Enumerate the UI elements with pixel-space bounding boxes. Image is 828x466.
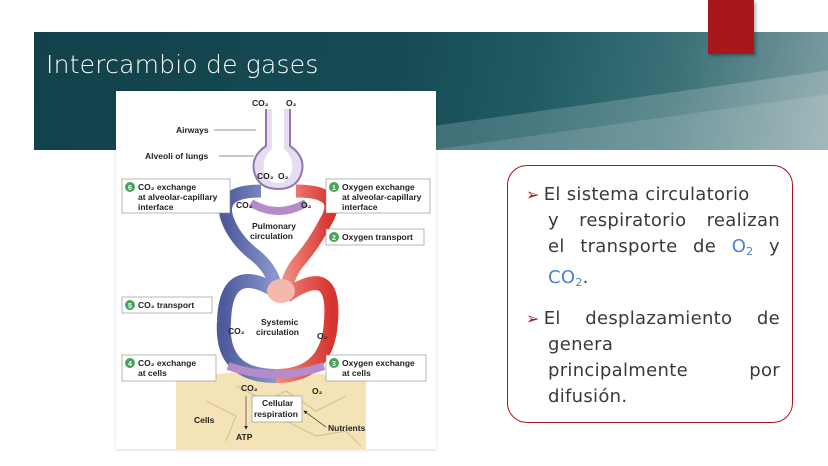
- step-4-line2: at cells: [138, 368, 167, 378]
- bullet-2-line-2: genera: [548, 334, 614, 355]
- bullet-2-line-1-a: El: [543, 308, 561, 329]
- red-accent-tab: [708, 0, 754, 54]
- step-3-box: 3 Oxygen exchange at cells: [325, 354, 427, 382]
- bullet-arrow-icon: ➢: [526, 185, 540, 204]
- bullet-2-line-4: difusión.: [548, 386, 628, 407]
- step-2-number: 2: [332, 235, 336, 242]
- step-2-box: 2 Oxygen transport: [325, 228, 425, 246]
- nutrients-label: Nutrients: [328, 423, 366, 433]
- systemic-o2-label: O₂: [317, 331, 328, 341]
- co2-text: CO: [548, 267, 576, 288]
- step-5-box: 5 CO₂ transport: [121, 296, 213, 314]
- cells-co2-label: CO₂: [241, 383, 258, 393]
- atp-label: ATP: [236, 432, 253, 442]
- gas-exchange-diagram: CO₂ O₂ Airways Alveoli of lungs CO₂ O₂ C…: [116, 91, 436, 449]
- bullet-1-line-2-c: realizan: [706, 210, 780, 231]
- step-3-line1: Oxygen exchange: [342, 358, 415, 368]
- alveoli-label: Alveoli of lungs: [145, 151, 209, 161]
- bullet-arrow-icon: ➢: [526, 309, 540, 328]
- bullet-2-line-1-b: desplazamiento: [585, 308, 733, 329]
- pulmonary-circulation-line1: Pulmonary: [252, 221, 296, 231]
- step-4-number: 4: [128, 361, 132, 368]
- step-3-line2: at cells: [342, 368, 371, 378]
- bullet-2-line-3-a: principalmente: [548, 360, 688, 381]
- step-6-box: 6 CO₂ exchange at alveolar-capillary int…: [121, 178, 231, 214]
- step-4-box: 4 CO₂ exchange at cells: [121, 354, 217, 382]
- step-6-number: 6: [128, 185, 132, 192]
- top-o2-label: O₂: [286, 98, 297, 108]
- step-5-number: 5: [128, 303, 132, 310]
- o2-subscript: 2: [746, 245, 754, 258]
- bullet-1-line-3-b: transporte: [580, 236, 678, 257]
- bullet-1-line-3-c: de: [693, 236, 717, 257]
- step-2-label: Oxygen transport: [342, 232, 413, 242]
- co2-subscript: 2: [575, 276, 583, 289]
- pulmonary-o2-label: O₂: [301, 200, 312, 210]
- systemic-loop: [216, 274, 339, 383]
- step-5-label: CO₂ transport: [138, 300, 194, 310]
- pulmonary-co2-label: CO₂: [236, 200, 253, 210]
- slide-title: Intercambio de gases: [46, 50, 319, 79]
- airway-structure: [252, 109, 304, 191]
- step-1-number: 1: [332, 185, 336, 192]
- bullet-2: ➢El desplazamiento de genera principalme…: [526, 306, 780, 410]
- step-1-line3: interface: [342, 202, 378, 212]
- top-co2-label: CO₂: [252, 98, 269, 108]
- systemic-circulation-line1: Systemic: [261, 317, 299, 327]
- bullet-1-o2: O2: [732, 234, 754, 265]
- bullet-1-period: .: [582, 267, 589, 288]
- systemic-circulation-line2: circulation: [256, 327, 299, 337]
- cells-o2-label: O₂: [312, 386, 323, 396]
- alveoli-o2-label: O₂: [278, 171, 289, 181]
- bullet-1-line-3-a: el: [548, 236, 565, 257]
- step-3-number: 3: [332, 361, 336, 368]
- cellular-respiration-line2: respiration: [254, 409, 298, 419]
- step-1-line1: Oxygen exchange: [342, 182, 415, 192]
- bullet-1-line-2-b: respiratorio: [579, 210, 687, 231]
- bullet-2-line-3-b: por: [749, 360, 780, 381]
- summary-text-box: ➢El sistema circulatorio y respiratorio …: [507, 165, 793, 423]
- step-6-line2: at alveolar-capillary: [138, 192, 218, 202]
- step-6-line3: interface: [138, 202, 174, 212]
- pulmonary-circulation-line2: circulation: [250, 231, 293, 241]
- airways-label: Airways: [176, 125, 209, 135]
- bullet-1-line-3-e: y: [769, 236, 780, 257]
- bullet-2-line-1-c: de: [756, 308, 780, 329]
- bullet-1-line-1: El sistema circulatorio: [543, 184, 750, 205]
- step-1-line2: at alveolar-capillary: [342, 192, 422, 202]
- alveoli-co2-label: CO₂: [257, 171, 274, 181]
- step-1-box: 1 Oxygen exchange at alveolar-capillary …: [325, 178, 431, 214]
- bullet-1-line-2-a: y: [548, 210, 559, 231]
- cells-label: Cells: [194, 415, 215, 425]
- bullet-1-co2: CO2: [548, 267, 583, 289]
- step-6-line1: CO₂ exchange: [138, 182, 196, 192]
- o2-text: O: [731, 236, 747, 257]
- systemic-co2-label: CO₂: [228, 326, 245, 336]
- bullet-1: ➢El sistema circulatorio y respiratorio …: [526, 182, 780, 296]
- step-4-line1: CO₂ exchange: [138, 358, 196, 368]
- cellular-respiration-line1: Cellular: [262, 398, 294, 408]
